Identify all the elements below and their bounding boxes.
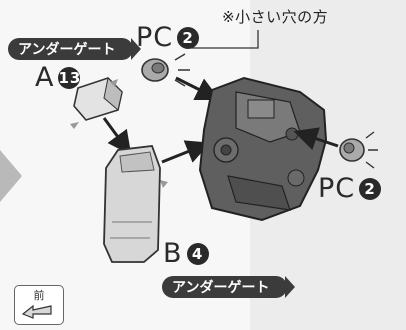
direction-arrow-icon <box>21 304 52 319</box>
polycap-right <box>339 131 378 169</box>
previous-step-arrow-icon <box>0 150 22 202</box>
note-leader-line <box>185 30 259 49</box>
note-text: ※小さい穴の方 <box>222 8 329 26</box>
main-part-shape <box>198 76 328 222</box>
part-b-letter: B <box>163 238 183 269</box>
pc-label-right-number: 2 <box>359 178 382 200</box>
polycap-top <box>141 53 190 87</box>
pc-label-right-letter: PC <box>318 173 356 204</box>
gate-mark-icon <box>110 79 118 87</box>
part-a-number: 13 <box>58 67 82 89</box>
assembly-arrow-icon <box>293 127 339 151</box>
part-a-letter: A <box>35 62 55 93</box>
assembly-arrow-icon <box>102 117 132 156</box>
front-label: 前 <box>33 289 45 302</box>
under-gate-badge-top: アンダーゲート <box>8 38 142 60</box>
under-gate-badge-bottom: アンダーゲート <box>162 276 296 298</box>
part-b-number: 4 <box>186 243 209 265</box>
gate-mark-icon <box>70 122 79 129</box>
assembly-arrow-icon <box>161 140 211 164</box>
assembly-arrow-icon <box>175 76 221 101</box>
gate-mark-icon <box>160 180 168 188</box>
pc-label-top-number: 2 <box>177 27 200 49</box>
front-direction-indicator: 前 <box>14 285 64 325</box>
part-a-shape <box>73 76 123 121</box>
part-b-shape <box>103 145 161 263</box>
pc-label-top-letter: PC <box>136 22 174 53</box>
